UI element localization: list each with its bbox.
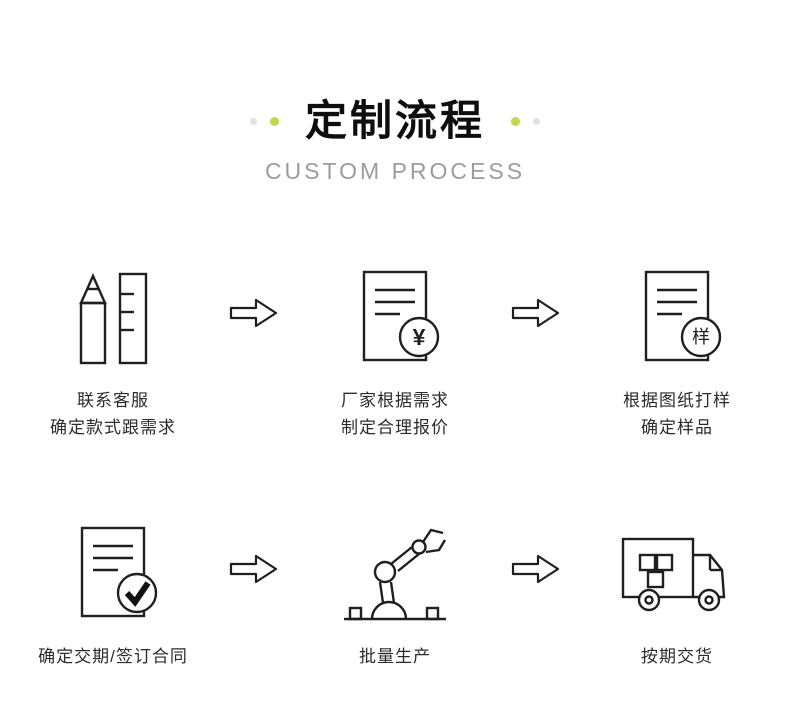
document-sample-icon: 样 (626, 257, 728, 369)
step-label: 批量生产 (359, 643, 431, 670)
step-label-line: 按期交货 (641, 647, 713, 667)
document-price-icon: ¥ (344, 257, 446, 369)
arrow-right-icon (226, 513, 282, 625)
step-contact-service: 联系客服 确定款式跟需求 (2, 257, 224, 441)
step-label-line: 确定样品 (641, 418, 713, 438)
step-label-line: 批量生产 (359, 647, 431, 667)
step-label-line: 确定款式跟需求 (50, 418, 176, 438)
step-label: 根据图纸打样 确定样品 (623, 387, 731, 441)
arrow-right-icon (508, 513, 564, 625)
sample-badge-text: 样 (692, 327, 710, 347)
decor-dot-gray-left (249, 117, 257, 125)
truck-delivery-icon (611, 513, 743, 625)
step-label: 厂家根据需求 制定合理报价 (341, 387, 449, 441)
flow-row-2: 确定交期/签订合同 (0, 513, 790, 670)
section-header: 定制流程 CUSTOM PROCESS (0, 0, 790, 185)
decor-dot-gray-right (533, 117, 540, 125)
arrow-right-icon (508, 257, 564, 369)
price-badge-text: ¥ (413, 324, 426, 350)
step-label-line: 厂家根据需求 (341, 391, 449, 411)
step-label-line: 制定合理报价 (341, 418, 449, 438)
step-label: 确定交期/签订合同 (38, 643, 188, 670)
step-mass-production: 批量生产 (284, 513, 506, 670)
arrow-right-icon (226, 257, 282, 369)
step-label-line: 联系客服 (77, 391, 149, 411)
step-quotation: ¥ 厂家根据需求 制定合理报价 (284, 257, 506, 441)
robot-arm-icon (336, 513, 454, 625)
step-contract: 确定交期/签订合同 (2, 513, 224, 670)
step-label-line: 确定交期/签订合同 (38, 647, 188, 667)
section-subtitle: CUSTOM PROCESS (264, 158, 526, 185)
step-label: 联系客服 确定款式跟需求 (50, 387, 176, 441)
step-label-line: 根据图纸打样 (623, 391, 731, 411)
decor-dot-green-right (511, 116, 520, 126)
document-check-icon (62, 513, 164, 625)
step-delivery: 按期交货 (566, 513, 788, 670)
decor-dot-green-left (269, 116, 279, 126)
process-flow: 联系客服 确定款式跟需求 (0, 257, 790, 670)
section-title: 定制流程 (304, 97, 485, 144)
pencil-ruler-icon (63, 257, 163, 369)
title-row: 定制流程 (0, 97, 790, 144)
step-sampling: 样 根据图纸打样 确定样品 (566, 257, 788, 441)
flow-row-1: 联系客服 确定款式跟需求 (0, 257, 790, 441)
step-label: 按期交货 (641, 643, 713, 670)
